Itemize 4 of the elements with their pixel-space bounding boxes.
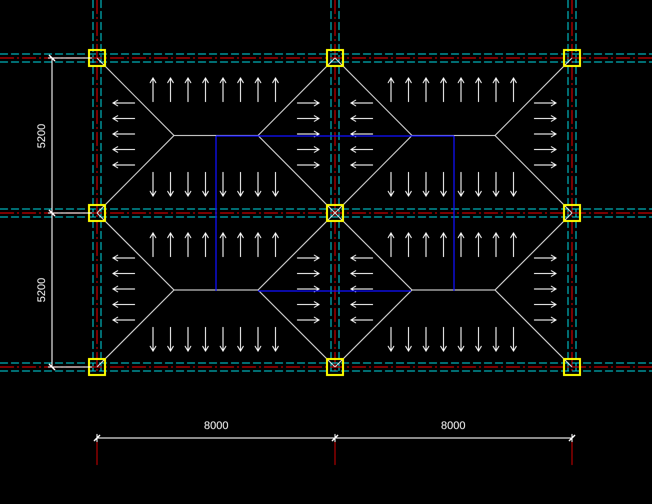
dimension-label: 5200 (36, 278, 48, 302)
dimension-label: 8000 (204, 420, 228, 432)
dimension-label: 8000 (441, 420, 466, 432)
dimension-label: 5200 (36, 124, 48, 148)
